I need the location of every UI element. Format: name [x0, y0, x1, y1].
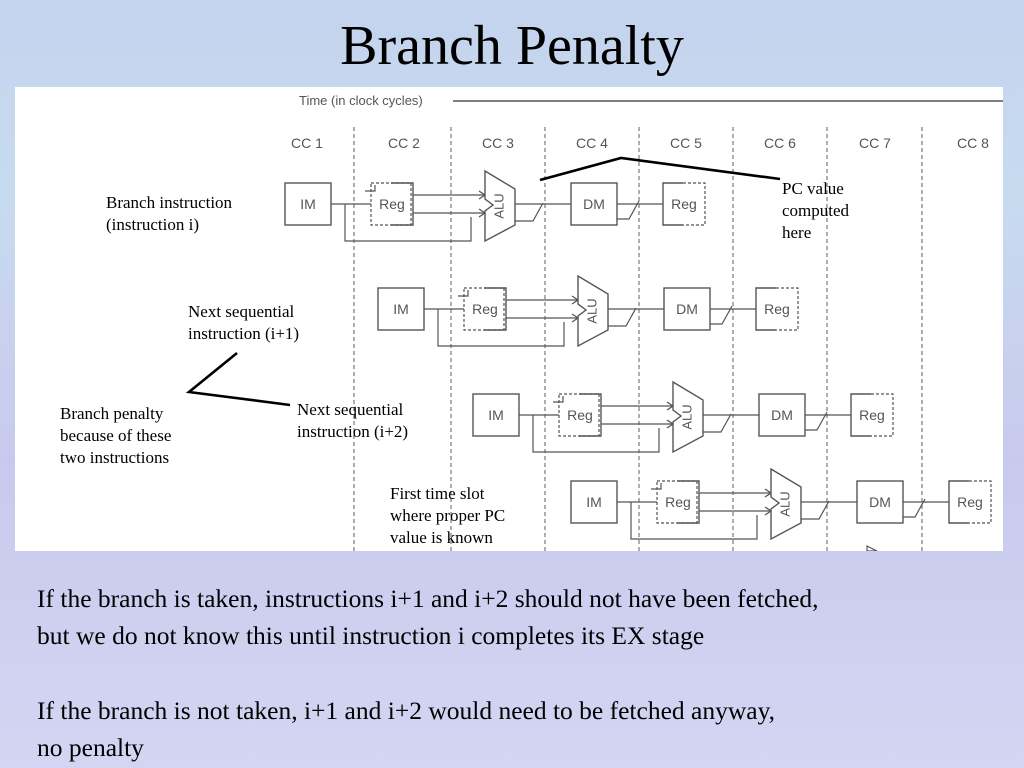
- cycle-label-2: CC 2: [388, 135, 420, 151]
- reg-box-row-2: [484, 287, 507, 331]
- wb-reg-box-row-1: [662, 182, 683, 226]
- branch-instruction-label: Branch instruction (instruction i): [106, 193, 233, 234]
- dm-label-row-3: DM: [771, 407, 793, 423]
- reg-label-row-2: Reg: [472, 301, 498, 317]
- cycle-label-6: CC 6: [764, 135, 796, 151]
- reg-write-wire-row-2: [458, 290, 469, 297]
- reg-box-row-1: [391, 182, 414, 226]
- im-box-row-2: [377, 287, 425, 331]
- reg-feedback-wire-row-2: [437, 309, 565, 347]
- body-paragraph-not-taken: If the branch is not taken, i+1 and i+2 …: [37, 696, 776, 762]
- cycle-label-1: CC 1: [291, 135, 323, 151]
- wb-reg-box-row-4: [948, 480, 969, 524]
- first-time-slot-label: First time slot where proper PC value is…: [390, 484, 506, 547]
- alu-bypass-wire-row-3: [703, 413, 732, 433]
- im-label-row-3: IM: [488, 407, 504, 423]
- alu-shape-row-1: [484, 169, 516, 243]
- dm-bypass-wire-row-3: [805, 411, 828, 431]
- im-label-row-4: IM: [586, 494, 602, 510]
- slide-title: Branch Penalty: [340, 15, 684, 77]
- next-instruction-i1-label: Next sequential instruction (i+1): [188, 302, 300, 343]
- dm-bypass-wire-row-4: [903, 498, 926, 518]
- alu-bypass-wire-row-4: [801, 500, 830, 520]
- pc-value-label: PC value computed here: [782, 179, 850, 242]
- dm-box-row-1: [570, 182, 618, 226]
- im-box-row-1: [284, 182, 332, 226]
- wb-reg-box-row-3: [850, 393, 871, 437]
- dm-box-row-4: [856, 480, 904, 524]
- wb-reg-label-row-4: Reg: [957, 494, 983, 510]
- im-label-row-2: IM: [393, 301, 409, 317]
- reg-label-row-1: Reg: [379, 196, 405, 212]
- reg-read-box-row-4: [656, 480, 698, 524]
- cycle-label-3: CC 3: [482, 135, 514, 151]
- dm-bypass-wire-row-1: [617, 200, 640, 220]
- cycle-label-7: CC 7: [859, 135, 891, 151]
- next-instruction-i2-label: Next sequential instruction (i+2): [297, 400, 409, 441]
- pc-value-callout-line: [539, 156, 781, 182]
- alu-shape-row-2: [577, 274, 609, 348]
- dm-label-row-4: DM: [869, 494, 891, 510]
- reg-alu-wires-row-2: [506, 299, 578, 319]
- reg-alu-wires-row-1: [413, 194, 485, 214]
- branch-penalty-callout-line: [185, 351, 291, 407]
- alu-label-row-3: ALU: [679, 404, 694, 429]
- alu-label-row-4: ALU: [777, 491, 792, 516]
- reg-label-row-4: Reg: [665, 494, 691, 510]
- dm-label-row-1: DM: [583, 196, 605, 212]
- wb-reg-read-row-2: [776, 287, 799, 331]
- reg-feedback-wire-row-4: [630, 502, 758, 540]
- reg-write-wire-row-3: [553, 396, 564, 403]
- reg-box-row-4: [677, 480, 700, 524]
- im-box-row-4: [570, 480, 618, 524]
- reg-read-box-row-2: [463, 287, 505, 331]
- body-paragraph-taken: If the branch is taken, instructions i+1…: [37, 584, 819, 650]
- reg-alu-wires-row-3: [601, 405, 673, 425]
- cycle-label-5: CC 5: [670, 135, 702, 151]
- alu-label-row-1: ALU: [491, 193, 506, 218]
- reg-box-row-3: [579, 393, 602, 437]
- wb-reg-label-row-1: Reg: [671, 196, 697, 212]
- reg-label-row-3: Reg: [567, 407, 593, 423]
- dm-bypass-wire-row-2: [710, 305, 733, 325]
- alu-bypass-wire-row-1: [515, 202, 544, 222]
- alu-shape-row-3: [672, 380, 704, 454]
- dm-box-row-3: [758, 393, 806, 437]
- alu-shape-row-4: [770, 467, 802, 541]
- cycle-label-4: CC 4: [576, 135, 608, 151]
- reg-write-wire-row-1: [365, 185, 376, 192]
- wb-reg-read-row-4: [969, 480, 992, 524]
- alu-label-row-2: ALU: [584, 298, 599, 323]
- wb-reg-label-row-2: Reg: [764, 301, 790, 317]
- reg-read-box-row-3: [558, 393, 600, 437]
- reg-alu-wires-row-4: [699, 492, 771, 512]
- reg-write-wire-row-4: [651, 483, 662, 490]
- wb-reg-box-row-2: [755, 287, 776, 331]
- pipeline-diagram-svg: Time (in clock cycles) CC 1 CC 2 CC 3 CC 4 CC…: [185, 93, 1003, 551]
- branch-penalty-label: Branch penalty because of these two inst…: [60, 404, 172, 467]
- wb-reg-label-row-3: Reg: [859, 407, 885, 423]
- pipeline-diagram: Time (in clock cycles) CC 1 CC 2 CC 3 CC 4 CC…: [15, 87, 1003, 551]
- dm-box-row-2: [663, 287, 711, 331]
- dm-label-row-2: DM: [676, 301, 698, 317]
- reg-feedback-wire-row-3: [532, 415, 660, 453]
- wb-reg-read-row-3: [871, 393, 894, 437]
- alu-partial-row-5: [866, 545, 878, 551]
- im-label-row-1: IM: [300, 196, 316, 212]
- alu-bypass-wire-row-2: [608, 307, 637, 327]
- wb-reg-read-row-1: [683, 182, 706, 226]
- reg-feedback-wire-row-1: [344, 204, 472, 242]
- cycle-label-8: CC 8: [957, 135, 989, 151]
- time-axis-label: Time (in clock cycles): [299, 93, 423, 108]
